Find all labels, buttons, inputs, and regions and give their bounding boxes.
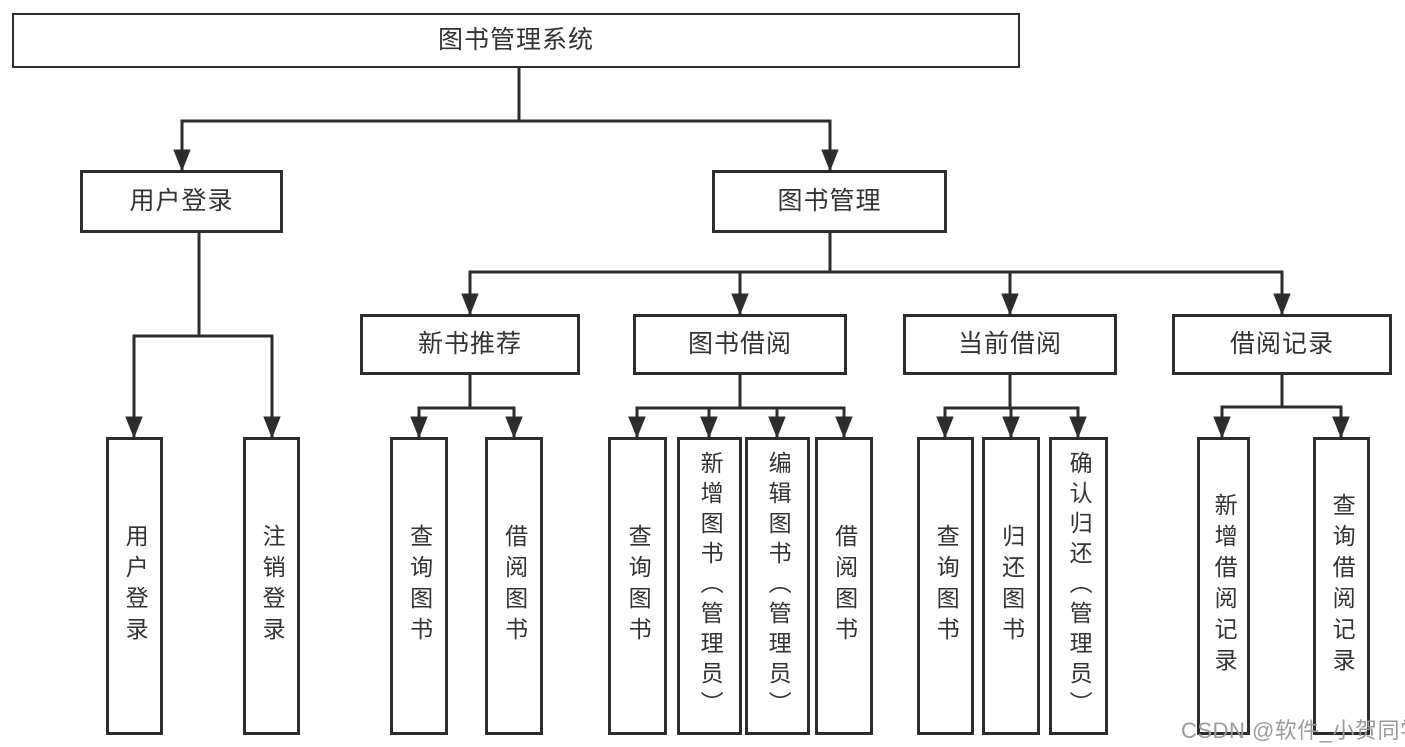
node-leaf-return-books: 归还图书	[982, 437, 1040, 735]
node-label: 归还图书	[998, 524, 1025, 648]
node-label: 用户登录	[129, 187, 234, 215]
node-label: 查询图书	[625, 524, 652, 648]
node-leaf-edit-books: 编辑图书（管理员）	[745, 437, 810, 735]
node-leaf-add-borrow-record: 新增借阅记录	[1197, 437, 1250, 735]
node-user-login-module: 用户登录	[80, 170, 283, 233]
node-label: 注销登录	[259, 524, 286, 648]
node-label: 新增借阅记录	[1211, 493, 1238, 679]
node-label: 编辑图书（管理员）	[765, 451, 792, 721]
node-leaf-add-books: 新增图书（管理员）	[677, 437, 742, 735]
node-leaf-user-login: 用户登录	[106, 437, 163, 735]
node-label: 图书管理系统	[437, 26, 594, 54]
node-label: 查询图书	[406, 524, 433, 648]
node-label: 借阅图书	[501, 524, 528, 648]
node-leaf-query-books-2: 查询图书	[608, 437, 667, 735]
node-book-borrowing: 图书借阅	[633, 314, 847, 375]
node-leaf-confirm-return: 确认归还（管理员）	[1049, 437, 1108, 735]
node-leaf-query-books-3: 查询图书	[917, 437, 974, 735]
node-label: 查询图书	[933, 524, 960, 648]
node-label: 图书借阅	[687, 330, 792, 358]
node-leaf-query-books-1: 查询图书	[390, 437, 448, 735]
node-label: 用户登录	[122, 524, 149, 648]
node-label: 查询借阅记录	[1329, 493, 1356, 679]
node-label: 确认归还（管理员）	[1066, 451, 1093, 721]
node-root: 图书管理系统	[12, 13, 1020, 68]
node-new-book-recommend: 新书推荐	[360, 314, 580, 375]
node-borrowing-records: 借阅记录	[1172, 314, 1392, 375]
node-leaf-borrow-books-2: 借阅图书	[815, 437, 873, 735]
node-leaf-logout: 注销登录	[243, 437, 300, 735]
node-label: 新书推荐	[417, 330, 522, 358]
node-label: 图书管理	[777, 187, 882, 215]
node-current-borrowing: 当前借阅	[903, 314, 1117, 375]
node-book-management: 图书管理	[712, 170, 947, 233]
node-label: 新增图书（管理员）	[697, 451, 724, 721]
node-label: 借阅图书	[831, 524, 858, 648]
node-label: 当前借阅	[957, 330, 1062, 358]
node-label: 借阅记录	[1229, 330, 1334, 358]
node-leaf-borrow-books-1: 借阅图书	[485, 437, 543, 735]
csdn-watermark: CSDN @软件_小贺同学	[1181, 718, 1405, 743]
node-leaf-query-borrow-record: 查询借阅记录	[1313, 437, 1370, 735]
